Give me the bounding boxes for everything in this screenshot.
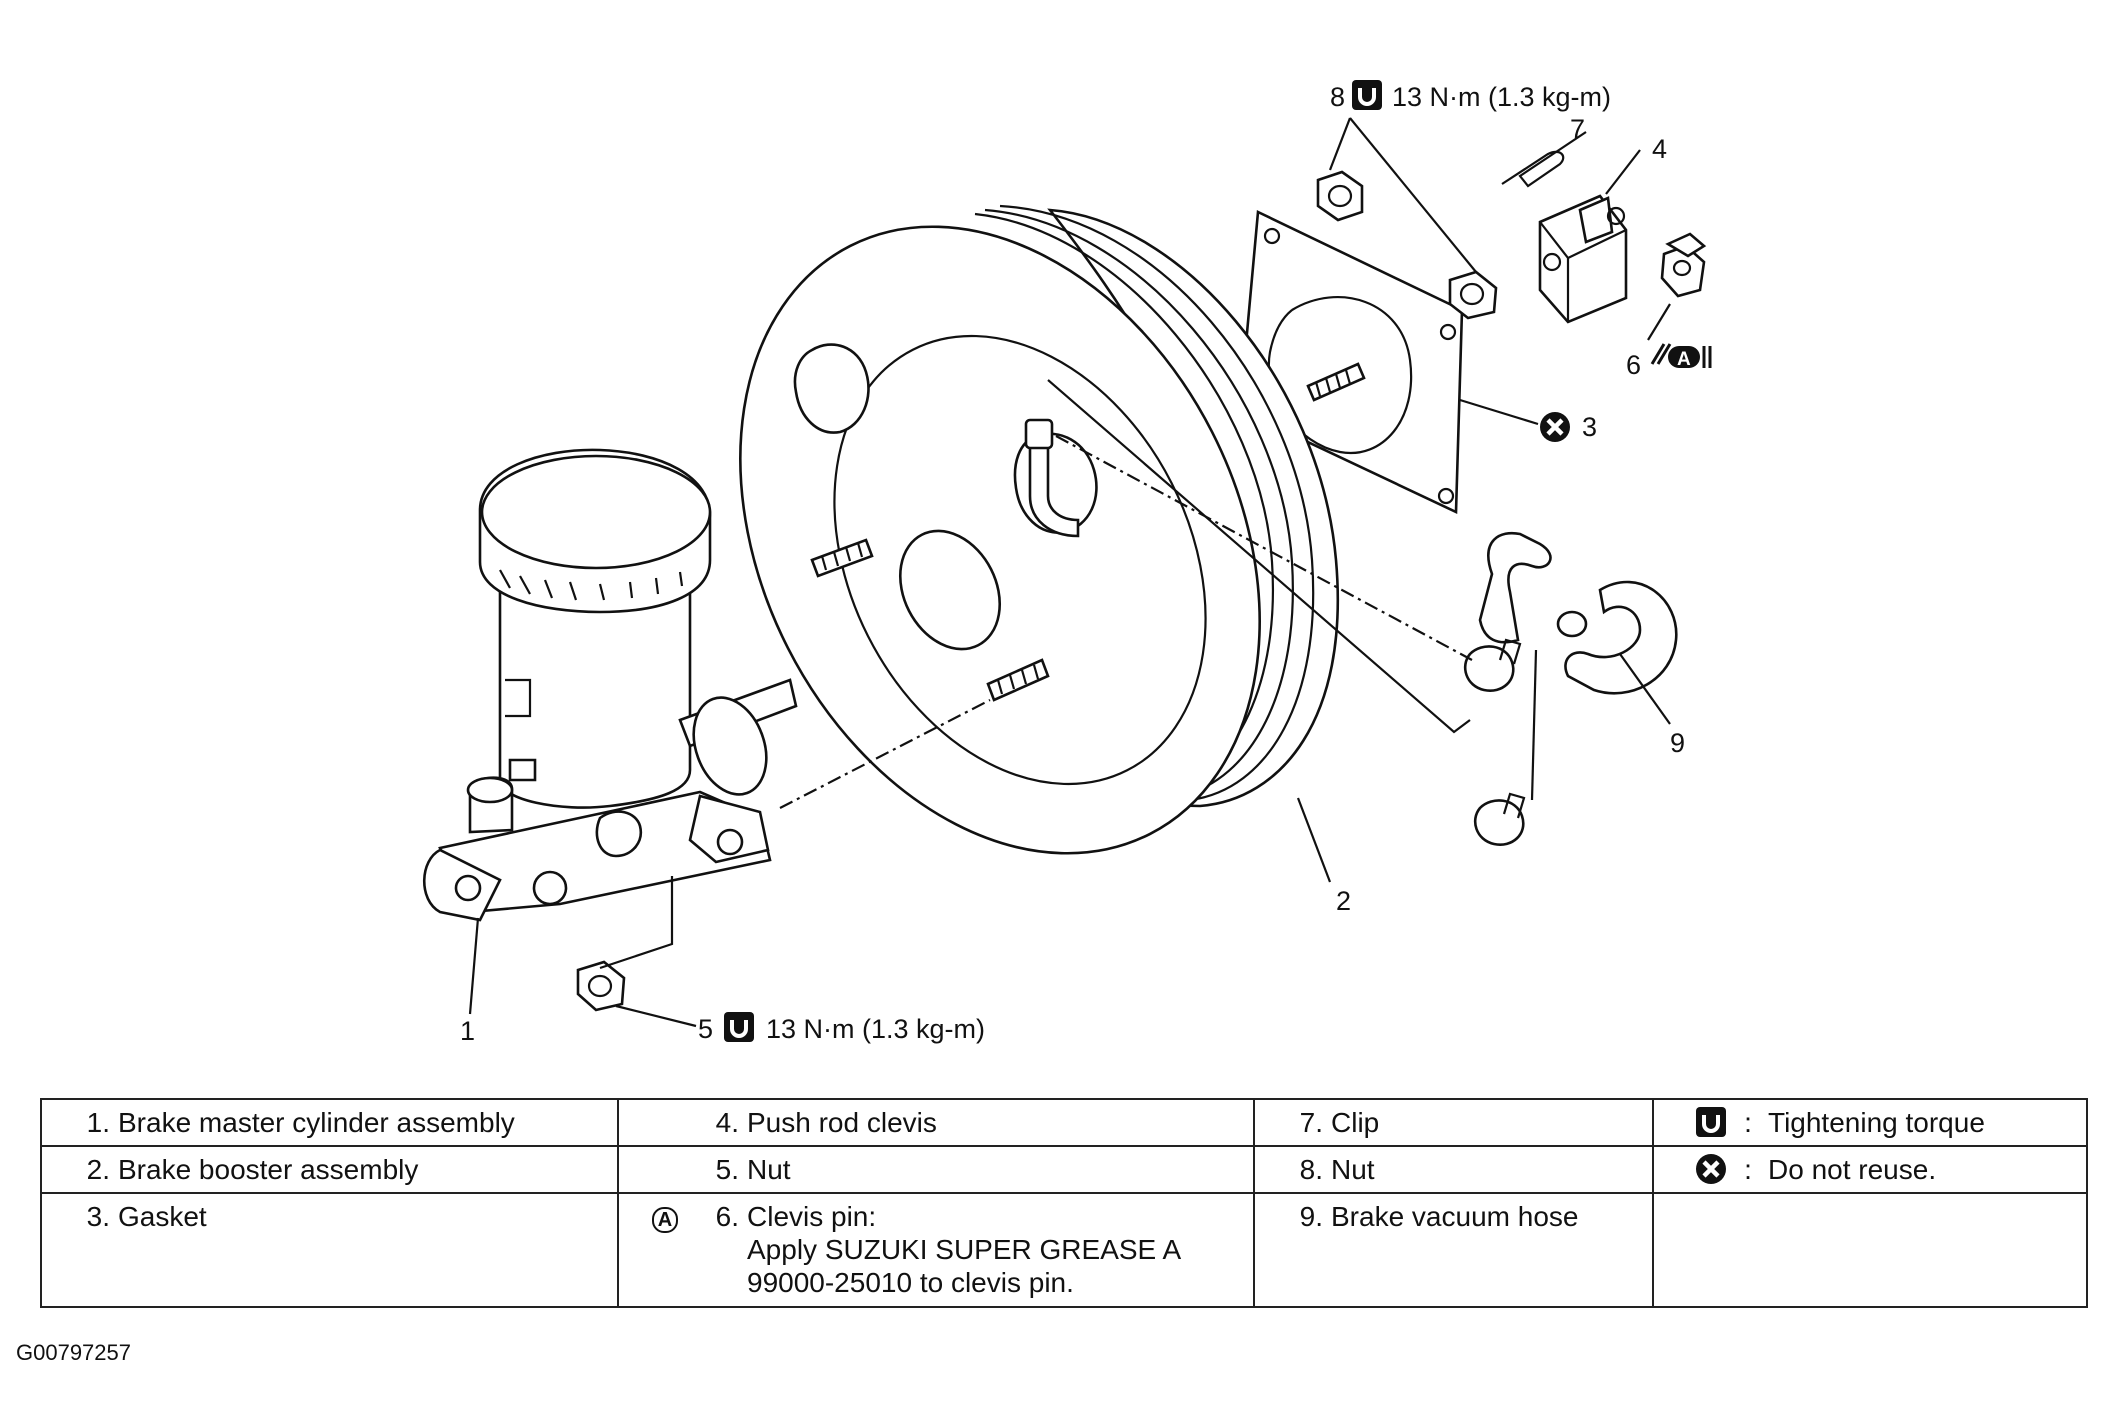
legend-cell-9: 9. Brake vacuum hose [1253,1192,1654,1308]
legend-num: 4. [715,1107,739,1138]
figure-code: G00797257 [16,1340,131,1365]
brake-booster-exploded-diagram: 1 2 3 4 5 6 7 8 9 13 N·m (1.3 kg-m) 13 N… [422,78,1712,1046]
legend-num: 2. [86,1154,110,1185]
legend-num: 1. [86,1107,110,1138]
grease-mark-letter: A [651,1207,679,1233]
callout-1: 1 [460,1016,475,1046]
clevis-pin [1660,232,1707,298]
legend-cell-6: A 6. Clevis pin: Apply SUZUKI SUPER GREASE… [617,1192,1255,1308]
callout-2: 2 [1336,886,1351,916]
legend-num: 9. [1299,1201,1323,1232]
do-not-reuse-icon [1694,1154,1728,1184]
grease-application-icon: A [629,1200,701,1233]
do-not-reuse-icon [1540,412,1570,442]
tightening-torque-icon [1350,78,1384,112]
brake-master-cylinder [422,448,798,922]
torque-spec-nut-5: 13 N·m (1.3 kg-m) [766,1014,985,1044]
legend-label: Gasket [118,1201,207,1232]
legend-label: Brake vacuum hose [1331,1201,1579,1232]
legend-num: 7. [1299,1107,1323,1138]
push-rod-clevis [1538,194,1628,324]
legend-symbol-label: Do not reuse. [1768,1154,1937,1185]
legend-label: Brake booster assembly [118,1154,419,1185]
callout-3: 3 [1582,412,1597,442]
legend-symbol-label: Tightening torque [1768,1107,1985,1138]
legend-cell-4: 4. Push rod clevis [617,1098,1255,1147]
callout-6: 6 [1626,350,1641,380]
legend-cell-5: 5. Nut [617,1145,1255,1194]
grease-mark-letter: A [1677,349,1691,370]
legend-symbol-reuse: :Do not reuse. [1652,1145,2088,1194]
callout-5: 5 [698,1014,713,1044]
legend-cell-2: 2. Brake booster assembly [40,1145,619,1194]
torque-spec-nut-8: 13 N·m (1.3 kg-m) [1392,82,1611,112]
callout-8: 8 [1330,82,1345,112]
legend-num: 3. [86,1201,110,1232]
clevis-pin-grease-note: Apply SUZUKI SUPER GREASE A 99000-25010 … [747,1234,1180,1298]
legend-cell-7: 7. Clip [1253,1098,1654,1147]
legend-cell-1: 1. Brake master cylinder assembly [40,1098,619,1147]
parts-legend-table: 1. Brake master cylinder assembly 4. Push … [40,1098,2088,1308]
legend-symbol-torque: :Tightening torque [1652,1098,2088,1147]
brake-booster [739,204,1366,855]
callout-7: 7 [1570,114,1585,144]
legend-cell-3: 3. Gasket [40,1192,619,1308]
grease-application-icon: A [1650,343,1712,370]
legend-cell-empty [1652,1192,2088,1308]
leader-lines [468,117,1671,1028]
legend-num: 5. [715,1154,739,1185]
nut-8-upper [1316,170,1364,222]
legend-label: Brake master cylinder assembly [118,1107,515,1138]
clip [1501,150,1565,188]
legend-label: Clip [1331,1107,1380,1138]
tightening-torque-icon [1694,1107,1728,1137]
legend-label: Push rod clevis [747,1107,937,1138]
legend-label: Clevis pin: [747,1201,877,1232]
legend-cell-8: 8. Nut [1253,1145,1654,1194]
legend-num: 6. [715,1201,739,1232]
tightening-torque-icon [722,1010,756,1044]
vacuum-hose [1463,531,1678,846]
nut-5 [576,960,626,1012]
legend-num: 8. [1299,1154,1323,1185]
callout-4: 4 [1652,134,1667,164]
callout-9: 9 [1670,728,1685,758]
legend-label: Nut [747,1154,791,1185]
legend-label: Nut [1331,1154,1375,1185]
